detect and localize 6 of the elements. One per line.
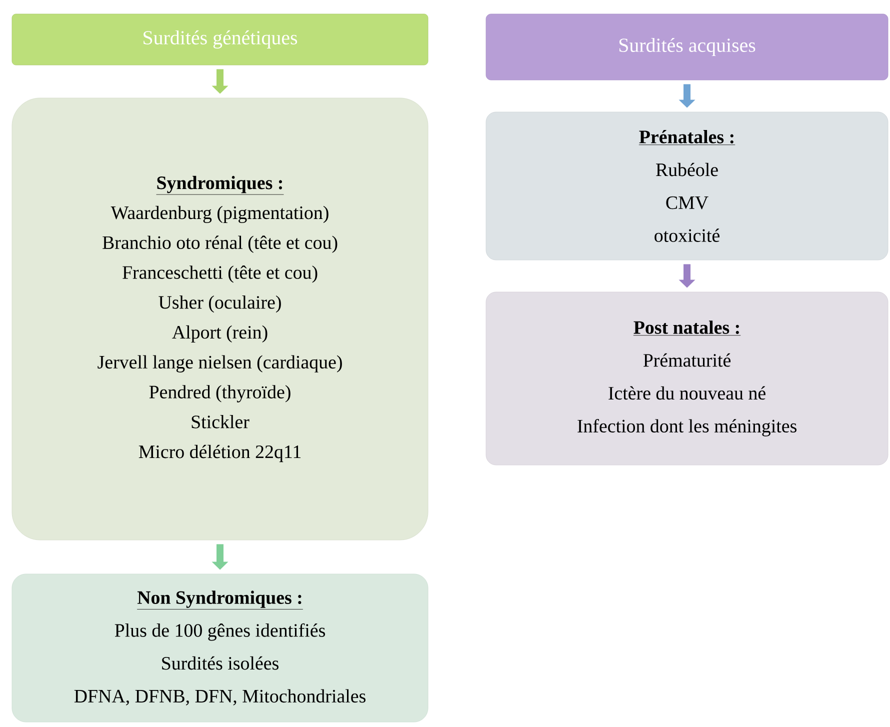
header-box: Surdités acquises	[486, 14, 888, 80]
category-box: Non Syndromiques : Plus de 100 gênes identifiés Surdités isolées DFNA, DFNB, DFN, Mitochondriales	[12, 574, 428, 722]
header-box: Surdités génétiques	[12, 14, 428, 66]
category-box: Prénatales : Rubéole CMV otoxicité	[486, 112, 888, 260]
category-box: Post natales : Prématurité Ictère du nouveau né Infection dont les méningites	[486, 292, 888, 466]
category-box: Syndromiques : Waardenburg (pigmentation) Branchio oto rénal (tête et cou) Franceschetti (tête et cou) Usher (oculaire) Alport (rein) Jervell lange nielsen (cardiaque) Pendred (thyroïde) Stickler Micro délétion 22q11	[12, 98, 428, 540]
